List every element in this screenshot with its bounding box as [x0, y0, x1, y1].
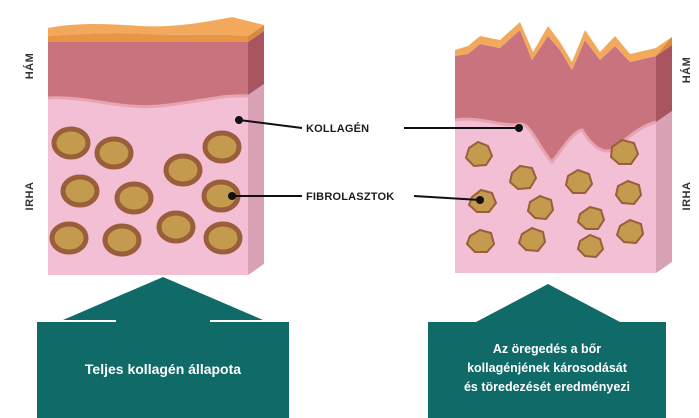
fibroblast-cell	[52, 224, 86, 252]
ham-label-left: HÁM	[23, 53, 36, 80]
fragmented-fibroblast	[616, 181, 641, 204]
fibrolasztok-label: FIBROLASZTOK	[306, 191, 394, 203]
aged-dermis-side	[656, 111, 672, 273]
fibroblast-cell	[166, 156, 200, 184]
kollagen-dot-left	[235, 116, 243, 124]
fibroblast-cell	[54, 129, 88, 157]
healthy-dermis-side	[248, 84, 264, 275]
left-caption: Teljes kollagén állapota	[37, 277, 289, 418]
fibrolasztok-dot-left	[228, 192, 236, 200]
kollagen-label: KOLLAGÉN	[306, 122, 369, 135]
right-caption-line-2: kollagénjének károsodását	[467, 361, 628, 375]
right-caption: Az öregedés a bőr kollagénjének károsodá…	[428, 284, 666, 418]
fibroblast-cell	[63, 177, 97, 205]
fibroblast-cell	[206, 224, 240, 252]
left-caption-text: Teljes kollagén állapota	[85, 361, 241, 377]
right-caption-line-3: és töredezését eredményezi	[464, 380, 630, 394]
fibroblast-cell	[205, 133, 239, 161]
aged-epidermis-side	[656, 45, 672, 122]
fibroblast-cell	[105, 226, 139, 254]
fibroblast-cell	[97, 139, 131, 167]
irha-label-left: IRHA	[24, 182, 36, 211]
fibrolasztok-callout: FIBROLASZTOK	[228, 191, 484, 204]
irha-label-right: IRHA	[681, 182, 693, 211]
fibrolasztok-dot-right	[476, 196, 484, 204]
healthy-surface-top	[48, 17, 264, 36]
fibroblast-cell	[117, 184, 151, 212]
kollagen-dot-right	[515, 124, 523, 132]
healthy-epidermis-side	[248, 31, 264, 95]
right-caption-line-1: Az öregedés a bőr	[493, 342, 601, 356]
ham-label-right: HÁM	[680, 57, 693, 84]
fibroblast-cell	[159, 213, 193, 241]
